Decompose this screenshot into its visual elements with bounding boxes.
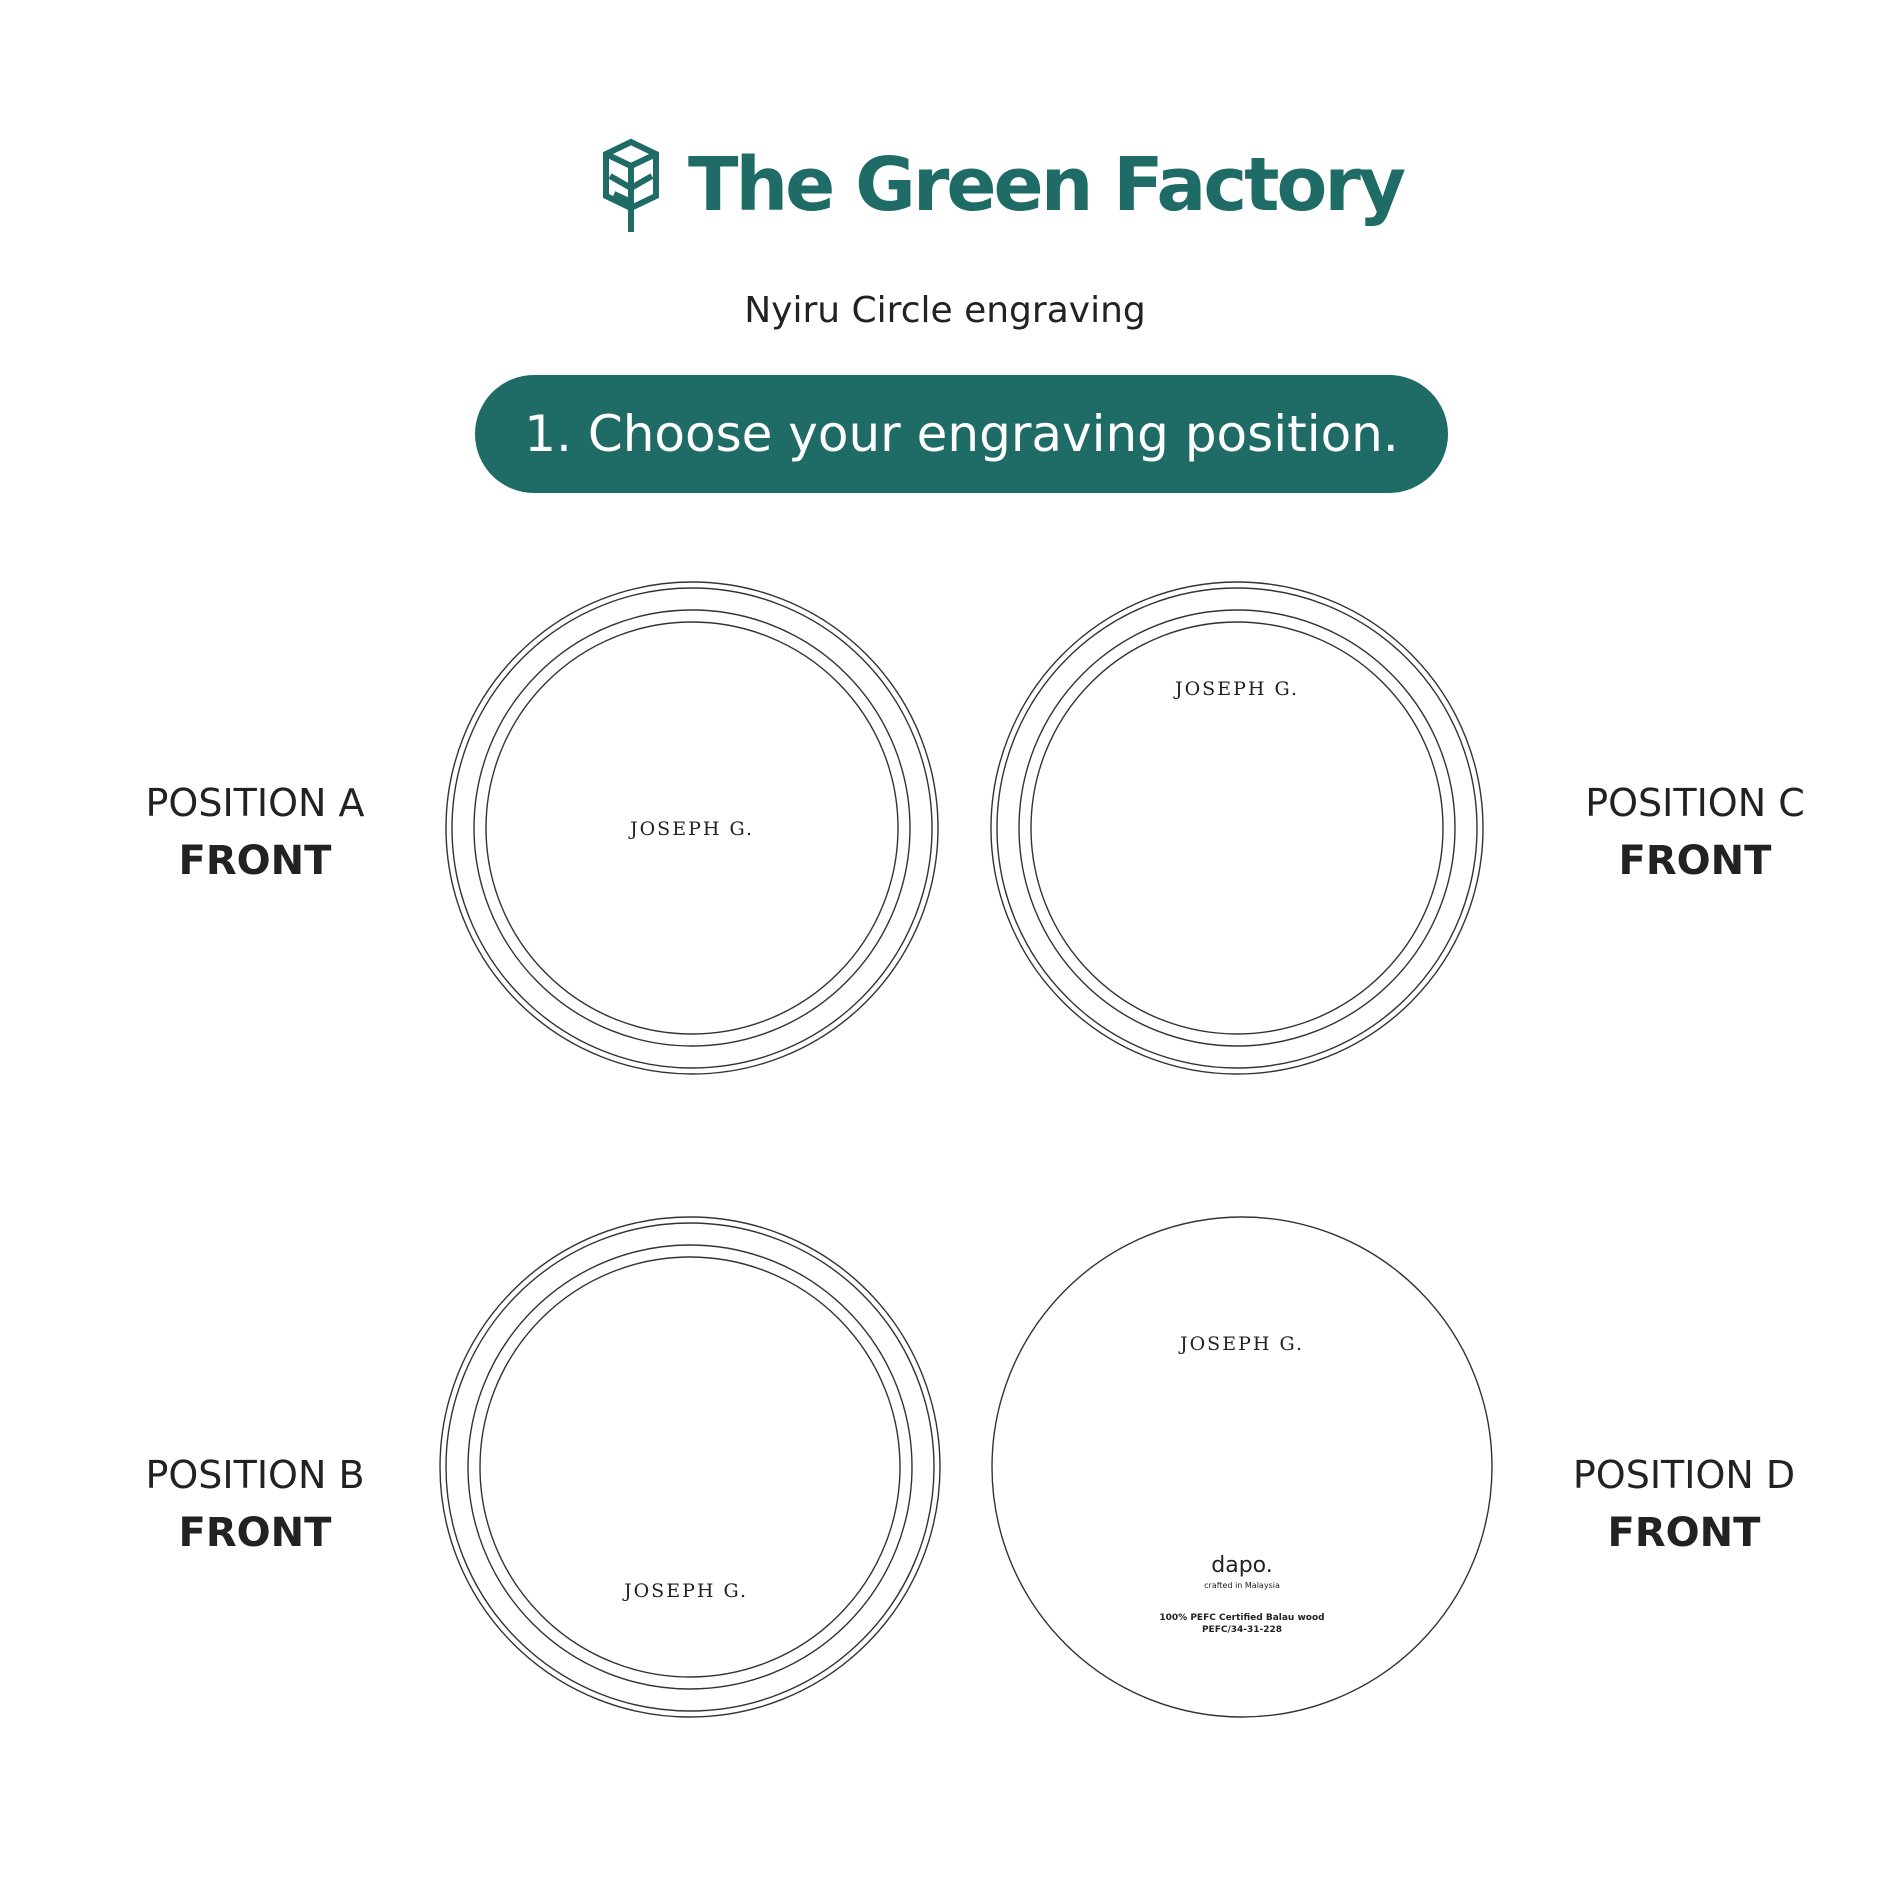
position-a-side: FRONT [178, 838, 332, 884]
engraving-text-d: JOSEPH G. [1178, 1333, 1304, 1355]
position-b-name: POSITION B [145, 1453, 365, 1497]
position-d-name: POSITION D [1572, 1453, 1796, 1497]
position-c-label[interactable]: POSITION C FRONT [1535, 774, 1855, 890]
engraving-text-c: JOSEPH G. [1173, 678, 1299, 700]
plate-position-d[interactable] [991, 1216, 1493, 1718]
plate-position-c[interactable] [990, 581, 1484, 1075]
brand-header: The Green Factory [600, 130, 1406, 240]
stamp-cert-line-2: PEFC/34-31-228 [1202, 1625, 1282, 1635]
brand-name: The Green Factory [688, 142, 1406, 228]
plate-position-a[interactable] [445, 581, 939, 1075]
position-d-label[interactable]: POSITION D FRONT [1524, 1446, 1844, 1562]
engraving-text-a: JOSEPH G. [628, 818, 754, 840]
engraving-text-b: JOSEPH G. [622, 1580, 748, 1602]
position-a-label[interactable]: POSITION A FRONT [95, 774, 415, 890]
position-d-side: FRONT [1607, 1510, 1761, 1556]
position-c-side: FRONT [1618, 838, 1772, 884]
stamp-logo-text: dapo. [1211, 1553, 1272, 1578]
position-c-name: POSITION C [1585, 781, 1805, 825]
position-a-name: POSITION A [145, 781, 365, 825]
page-subtitle: Nyiru Circle engraving [744, 290, 1146, 331]
stamp-cert-line-1: 100% PEFC Certified Balau wood [1159, 1613, 1324, 1623]
position-b-label[interactable]: POSITION B FRONT [95, 1446, 415, 1562]
wooden-box-tree-icon [603, 138, 659, 232]
step-instruction: 1. Choose your engraving position. [475, 375, 1448, 493]
position-b-side: FRONT [178, 1510, 332, 1556]
stamp-tagline: crafted in Malaysia [1204, 1581, 1280, 1590]
plate-position-b[interactable] [439, 1216, 941, 1718]
